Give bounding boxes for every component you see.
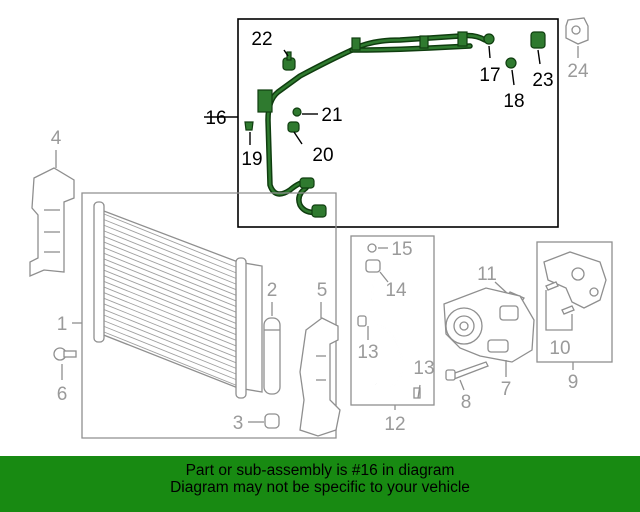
condenser-fin: [103, 213, 239, 269]
part-22-bolt[interactable]: [282, 51, 296, 71]
bracket-box: [536, 241, 613, 363]
condenser-fin: [103, 247, 239, 303]
callout-20: 20: [312, 145, 333, 166]
condenser-fin: [103, 275, 239, 331]
callout-1: 1: [57, 314, 68, 335]
callout-13a: 13: [357, 342, 378, 363]
callout-17: 17: [479, 65, 500, 86]
part-23-valve[interactable]: [530, 31, 546, 49]
callout-7: 7: [501, 379, 512, 400]
callout-18: 18: [503, 91, 524, 112]
callout-15: 15: [391, 239, 412, 260]
callout-24: 24: [567, 61, 589, 82]
condenser-fin: [103, 236, 239, 291]
part-1-condenser[interactable]: [93, 201, 263, 399]
callout-3: 3: [233, 413, 244, 434]
callout-11: 11: [477, 264, 497, 285]
banner-line-1: Part or sub-assembly is #16 in diagram: [185, 462, 455, 479]
callout-23: 23: [532, 70, 553, 91]
callout-4: 4: [51, 128, 62, 149]
callout-22: 22: [251, 29, 272, 50]
condenser-fin: [103, 325, 239, 381]
callout-16: 16: [205, 108, 226, 129]
part-20-nut[interactable]: [287, 121, 300, 133]
condenser-fin: [103, 252, 239, 308]
part-18-o-ring[interactable]: [505, 57, 517, 69]
part-19-clip[interactable]: [244, 121, 254, 131]
condenser-fin: [103, 297, 239, 353]
part-15-o-ring[interactable]: [367, 243, 377, 253]
part-5-air-guide[interactable]: [299, 317, 341, 437]
condenser-box: [81, 192, 337, 439]
callout-14: 14: [385, 280, 407, 301]
callout-8: 8: [461, 392, 472, 413]
callout-19: 19: [241, 149, 262, 170]
discharge-hose-assembly[interactable]: [257, 31, 488, 218]
condenser-fin: [103, 264, 239, 319]
hose-assembly-box: [237, 18, 559, 228]
condenser-fin: [103, 219, 239, 275]
part-12-suction-hose[interactable]: [357, 259, 403, 390]
part-17-seal[interactable]: [483, 33, 495, 45]
part-2-receiver-drier[interactable]: [263, 317, 281, 395]
part-13-clip[interactable]: [413, 387, 421, 399]
part-3-plug[interactable]: [264, 413, 280, 429]
condenser-fin: [103, 281, 239, 336]
part-24-bracket[interactable]: [565, 17, 589, 45]
condenser-fin: [103, 320, 239, 376]
suction-hose-box: [350, 235, 435, 406]
callout-6: 6: [57, 384, 68, 405]
part-8-bolt[interactable]: [445, 361, 489, 381]
callout-21: 21: [321, 105, 342, 126]
condenser-fin: [103, 314, 239, 370]
callout-13b: 13: [413, 358, 434, 379]
part-10-bolts[interactable]: [545, 281, 575, 315]
part-6-bolt[interactable]: [53, 347, 77, 361]
condenser-fin: [103, 292, 239, 348]
parts-diagram: 4 1 2 3 5 6 7 8 9 10 11 12 13 13 14 15 2…: [29, 17, 613, 439]
callout-10: 10: [549, 338, 570, 359]
part-21-o-ring[interactable]: [292, 107, 302, 117]
banner-line-2: Diagram may not be specific to your vehi…: [170, 479, 470, 496]
condenser-fin: [103, 309, 239, 364]
callout-2: 2: [267, 280, 278, 301]
callout-9: 9: [568, 372, 579, 393]
part-9-bracket[interactable]: [543, 251, 607, 309]
part-4-air-guide[interactable]: [29, 167, 75, 277]
condenser-fin: [103, 331, 239, 387]
part-7-compressor[interactable]: [443, 287, 535, 363]
condenser-fin: [103, 303, 239, 359]
condenser-fin: [103, 230, 239, 286]
callout-5: 5: [317, 280, 328, 301]
condenser-fin: [103, 224, 239, 280]
callout-12: 12: [384, 414, 405, 435]
condenser-fin: [103, 269, 239, 325]
condenser-fin: [103, 286, 239, 342]
condenser-fin: [103, 241, 239, 297]
condenser-fin: [103, 258, 239, 314]
highlight-banner: Part or sub-assembly is #16 in diagram D…: [0, 456, 640, 512]
